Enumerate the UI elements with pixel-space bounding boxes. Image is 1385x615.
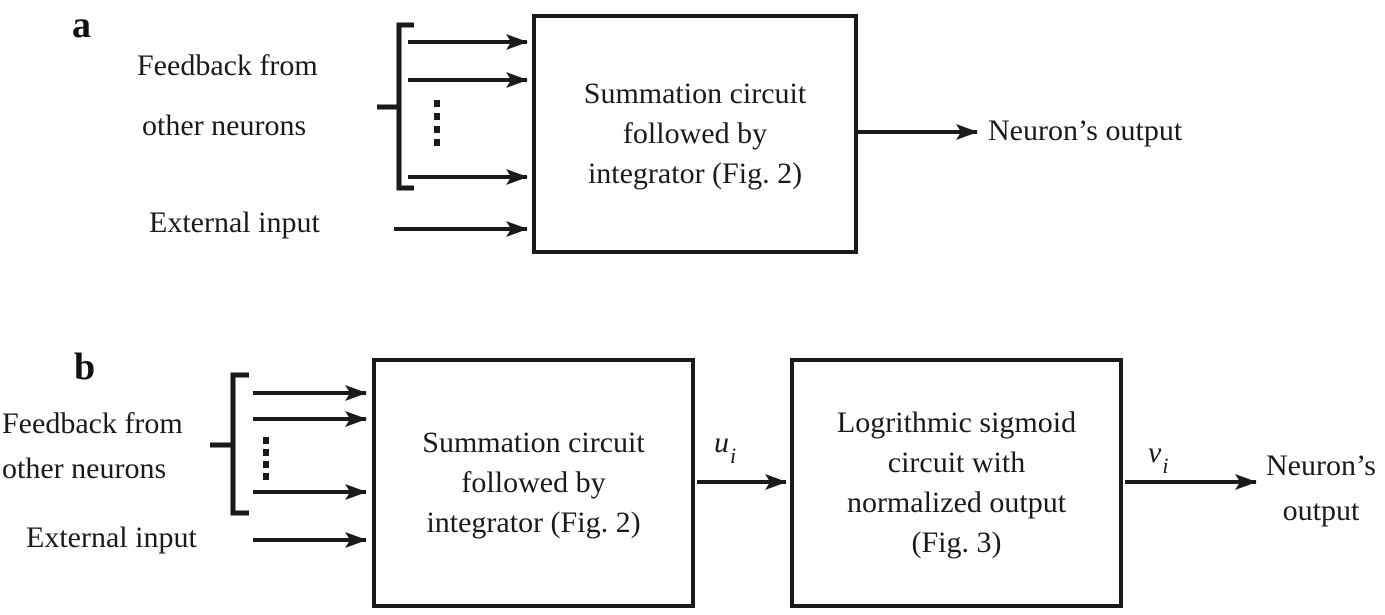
panel-b-feedback-label-line1: Feedback from bbox=[2, 407, 183, 440]
panel-a-feedback-bracket bbox=[377, 22, 414, 191]
panel-a-neuron-output-label: Neuron’s output bbox=[988, 114, 1183, 147]
ui-signal-label: ui bbox=[714, 426, 736, 467]
panel-b-vertical-ellipsis-icon bbox=[263, 437, 269, 480]
vi-signal-subscript: i bbox=[1162, 453, 1169, 478]
panel-b-feedback-bracket bbox=[210, 372, 249, 516]
panel-b-label: b bbox=[74, 346, 96, 388]
ui-signal-subscript: i bbox=[730, 443, 737, 468]
panel-b-feedback-label-line2: other neurons bbox=[2, 452, 167, 485]
panel-b-sigmoid-box-line4: (Fig. 3) bbox=[911, 526, 1002, 559]
panel-a-feedback-label-line2: other neurons bbox=[142, 109, 307, 142]
panel-b-neuron-output-label: Neuron’s output bbox=[1256, 443, 1385, 533]
panel-a-feedback-arrows bbox=[408, 34, 528, 185]
panel-b-sigmoid-box-line1: Logrithmic sigmoid bbox=[836, 406, 1077, 439]
panel-a-summation-box-line1: Summation circuit bbox=[583, 77, 807, 110]
vi-signal-base: v bbox=[1148, 436, 1162, 469]
panel-b-external-input-label: External input bbox=[26, 521, 197, 554]
panel-a-feedback-label-line1: Feedback from bbox=[137, 49, 318, 82]
panel-b-feedback-arrows bbox=[253, 385, 367, 500]
panel-a-summation-box: Summation circuit followed by integrator… bbox=[532, 14, 858, 254]
panel-b-neuron-output-line1: Neuron’s bbox=[1266, 449, 1376, 482]
panel-b-neuron-output-line2: output bbox=[1282, 494, 1360, 527]
panel-b-summation-box-line1: Summation circuit bbox=[422, 426, 645, 459]
panel-a-label: a bbox=[72, 4, 91, 46]
vi-signal-label: vi bbox=[1148, 436, 1168, 477]
panel-a-summation-box-line2: followed by bbox=[622, 117, 768, 150]
panel-b-sigmoid-box-line3: normalized output bbox=[846, 486, 1067, 519]
panel-a-external-input-label: External input bbox=[149, 206, 320, 239]
panel-a-summation-box-line3: integrator (Fig. 2) bbox=[587, 157, 803, 190]
panel-b-sigmoid-box: Logrithmic sigmoid circuit with normaliz… bbox=[790, 358, 1123, 608]
ui-signal-base: u bbox=[714, 426, 729, 459]
panel-b-summation-box-line2: followed by bbox=[461, 466, 606, 499]
panel-a-vertical-ellipsis-icon bbox=[434, 100, 440, 146]
panel-b-sigmoid-box-line2: circuit with bbox=[887, 446, 1026, 479]
panel-b-summation-box-line3: integrator (Fig. 2) bbox=[426, 506, 641, 539]
panel-b-summation-box: Summation circuit followed by integrator… bbox=[372, 358, 695, 608]
